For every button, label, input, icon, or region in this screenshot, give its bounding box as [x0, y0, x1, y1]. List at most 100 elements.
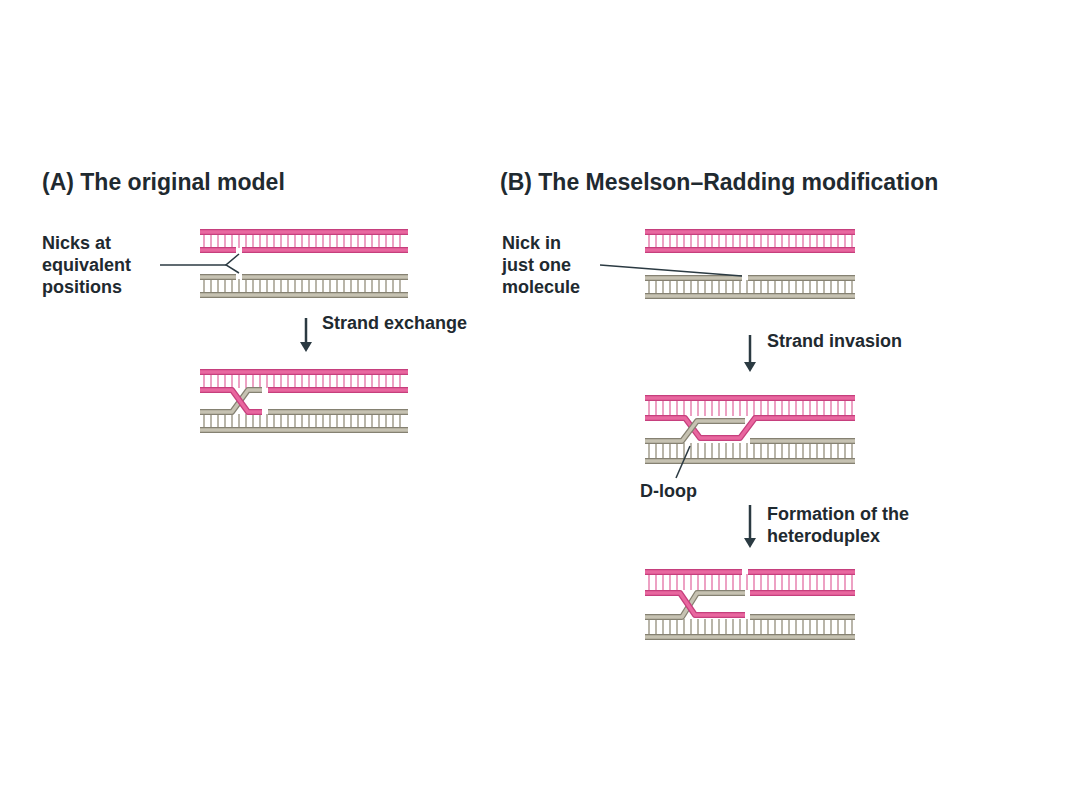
base-pair	[308, 234, 310, 248]
base-pair	[378, 234, 380, 248]
base-pair	[753, 619, 755, 635]
base-pair	[816, 234, 818, 248]
arrow-head	[744, 362, 756, 372]
base-pair	[343, 374, 345, 388]
base-pair	[830, 234, 832, 248]
base-pair	[357, 279, 359, 293]
base-pair	[823, 400, 825, 416]
base-pair	[350, 279, 352, 293]
base-pairs	[649, 574, 852, 590]
base-pair	[746, 400, 748, 416]
strand-body	[645, 593, 745, 617]
base-pair	[252, 374, 254, 388]
base-pair	[802, 443, 804, 459]
base-pair	[725, 280, 727, 294]
base-pair	[739, 234, 741, 248]
step-arrow	[744, 505, 756, 548]
base-pair	[830, 443, 832, 459]
base-pair	[231, 234, 233, 248]
strand-edge	[242, 274, 408, 280]
dna-strand	[645, 232, 855, 233]
base-pair	[767, 234, 769, 248]
base-pair	[718, 619, 720, 635]
base-pair	[259, 414, 261, 428]
dna-strand	[645, 593, 745, 615]
base-pair	[364, 414, 366, 428]
base-pair	[760, 234, 762, 248]
dna-strand	[200, 277, 236, 278]
base-pair	[662, 574, 664, 590]
base-pair	[371, 279, 373, 293]
base-pair	[231, 414, 233, 428]
base-pair	[343, 234, 345, 248]
dna-strand	[268, 390, 408, 391]
base-pair	[385, 414, 387, 428]
strand-edge	[645, 593, 745, 615]
base-pair	[718, 400, 720, 416]
base-pair	[816, 400, 818, 416]
base-pair	[823, 619, 825, 635]
base-pair	[753, 280, 755, 294]
dna-strand	[748, 278, 855, 279]
callout-label: Nick in just one molecule	[502, 232, 594, 298]
step-label: Strand invasion	[767, 330, 902, 352]
base-pair	[774, 234, 776, 248]
strand-edge	[645, 458, 855, 464]
base-pair	[662, 400, 664, 416]
base-pair	[774, 400, 776, 416]
strand-body	[748, 276, 855, 279]
base-pair	[217, 374, 219, 388]
base-pair	[322, 234, 324, 248]
base-pair	[711, 280, 713, 294]
base-pair	[669, 574, 671, 590]
dna-strand	[645, 421, 745, 441]
base-pair	[301, 279, 303, 293]
arrow-shaft	[305, 318, 308, 344]
strand-body	[750, 591, 855, 594]
base-pair	[816, 619, 818, 635]
base-pair	[795, 400, 797, 416]
base-pair	[203, 374, 205, 388]
strand-edge	[200, 390, 262, 412]
base-pair	[217, 414, 219, 428]
base-pair	[732, 234, 734, 248]
base-pair	[767, 443, 769, 459]
strand-edge	[750, 614, 855, 620]
base-pair	[851, 619, 853, 635]
base-pair	[245, 374, 247, 388]
strand-edge	[200, 427, 408, 433]
base-pair	[704, 443, 706, 459]
base-pair	[746, 574, 748, 590]
base-pair	[676, 400, 678, 416]
base-pair	[676, 234, 678, 248]
base-pair	[732, 574, 734, 590]
base-pair	[683, 280, 685, 294]
base-pair	[203, 279, 205, 293]
base-pair	[662, 234, 664, 248]
base-pair	[781, 574, 783, 590]
base-pair	[760, 280, 762, 294]
base-pair	[683, 234, 685, 248]
step-arrow	[744, 335, 756, 372]
base-pair	[655, 400, 657, 416]
base-pair	[203, 414, 205, 428]
base-pair	[385, 279, 387, 293]
base-pair	[844, 280, 846, 294]
base-pair	[364, 234, 366, 248]
strand-edge	[645, 593, 745, 617]
base-pair	[392, 374, 394, 388]
base-pair	[648, 280, 650, 294]
leader-line	[676, 446, 690, 478]
strand-body	[750, 439, 855, 442]
base-pair	[669, 400, 671, 416]
base-pair	[732, 280, 734, 294]
base-pair	[711, 619, 713, 635]
dna-strand	[200, 372, 408, 373]
base-pair	[711, 400, 713, 416]
strand-body	[200, 293, 408, 296]
base-pair	[315, 414, 317, 428]
base-pair	[788, 443, 790, 459]
base-pair	[802, 619, 804, 635]
